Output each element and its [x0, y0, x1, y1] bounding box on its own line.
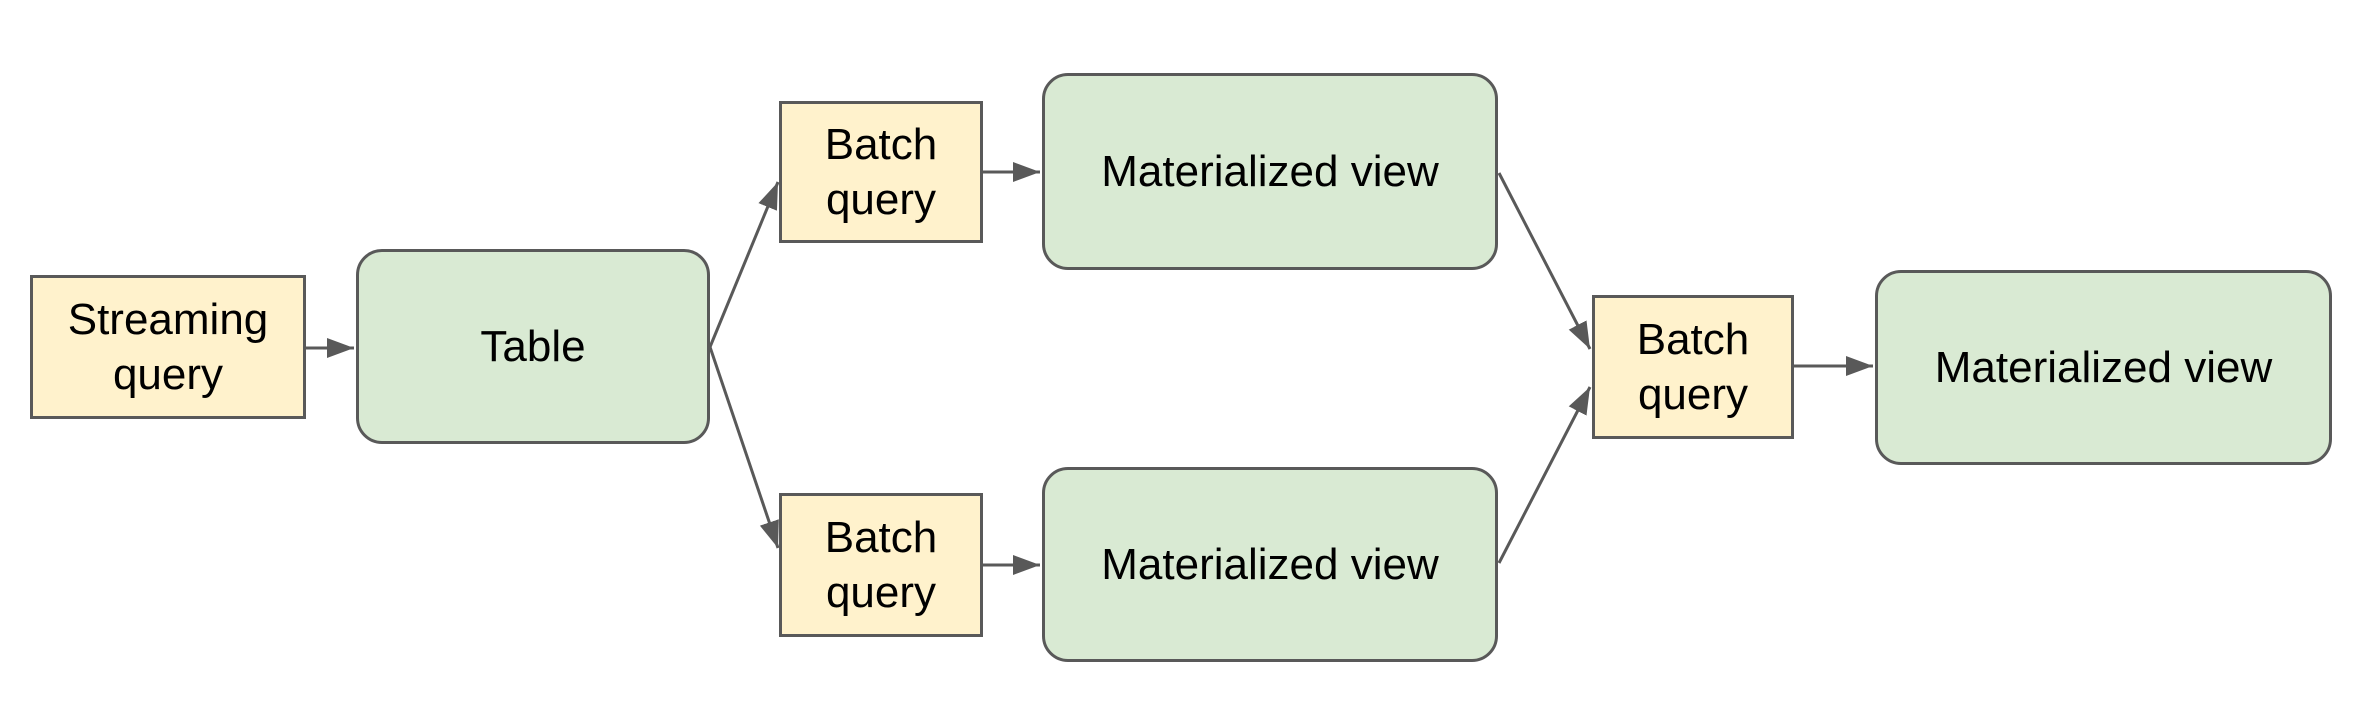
node-label: Batch query — [1636, 315, 1750, 419]
edge-materialized-view-bottom-to-batch-query-right — [1497, 386, 1592, 564]
node-label: Batch query — [824, 513, 938, 617]
edge-materialized-view-top-to-batch-query-right — [1497, 172, 1592, 350]
node-materialized-view-bottom: Materialized view — [1042, 467, 1498, 662]
node-label: Materialized view — [1101, 540, 1439, 589]
node-label: Materialized view — [1101, 147, 1439, 196]
node-batch-query-right: Batch query — [1592, 295, 1794, 439]
node-table: Table — [356, 249, 710, 444]
edge-table-to-batch-query-bottom — [708, 346, 780, 549]
edge-table-to-batch-query-top — [708, 181, 780, 348]
node-streaming-query: Streaming query — [30, 275, 306, 419]
node-label: Streaming query — [67, 295, 269, 399]
node-materialized-view-right: Materialized view — [1875, 270, 2332, 465]
node-batch-query-top: Batch query — [779, 101, 983, 243]
node-materialized-view-top: Materialized view — [1042, 73, 1498, 270]
node-batch-query-bottom: Batch query — [779, 493, 983, 637]
node-label: Table — [480, 322, 586, 371]
node-label: Batch query — [824, 120, 938, 224]
node-label: Materialized view — [1934, 343, 2273, 392]
